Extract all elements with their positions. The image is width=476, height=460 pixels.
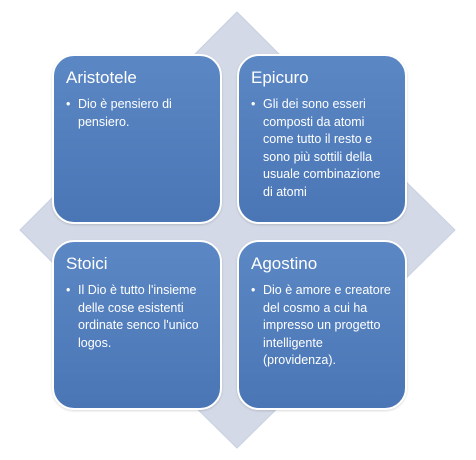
quadrant-bullet-list: Dio è amore e creatore del cosmo a cui h… [251, 282, 393, 370]
quadrant-title: Aristotele [66, 68, 137, 87]
quadrant-bullet-item: Dio è amore e creatore del cosmo a cui h… [251, 282, 393, 370]
quadrant-title: Stoici [66, 254, 108, 273]
quadrant-aristotele: Aristotele Dio è pensiero di pensiero. [52, 54, 222, 224]
quadrant-bullet-list: Gli dei sono esseri composti da atomi co… [251, 96, 393, 201]
quadrant-stoici: Stoici Il Dio è tutto l'insieme delle co… [52, 240, 222, 410]
quadrant-bullet-list: Il Dio è tutto l'insieme delle cose esis… [66, 282, 208, 352]
quadrant-bullet-item: Il Dio è tutto l'insieme delle cose esis… [66, 282, 208, 352]
quadrant-bullet-item: Gli dei sono esseri composti da atomi co… [251, 96, 393, 201]
quadrant-bullet-list: Dio è pensiero di pensiero. [66, 96, 208, 131]
quadrant-epicuro: Epicuro Gli dei sono esseri composti da … [237, 54, 407, 224]
quadrant-title: Epicuro [251, 68, 309, 87]
quadrant-bullet-item: Dio è pensiero di pensiero. [66, 96, 208, 131]
quadrant-title: Agostino [251, 254, 318, 273]
quadrant-agostino: Agostino Dio è amore e creatore del cosm… [237, 240, 407, 410]
